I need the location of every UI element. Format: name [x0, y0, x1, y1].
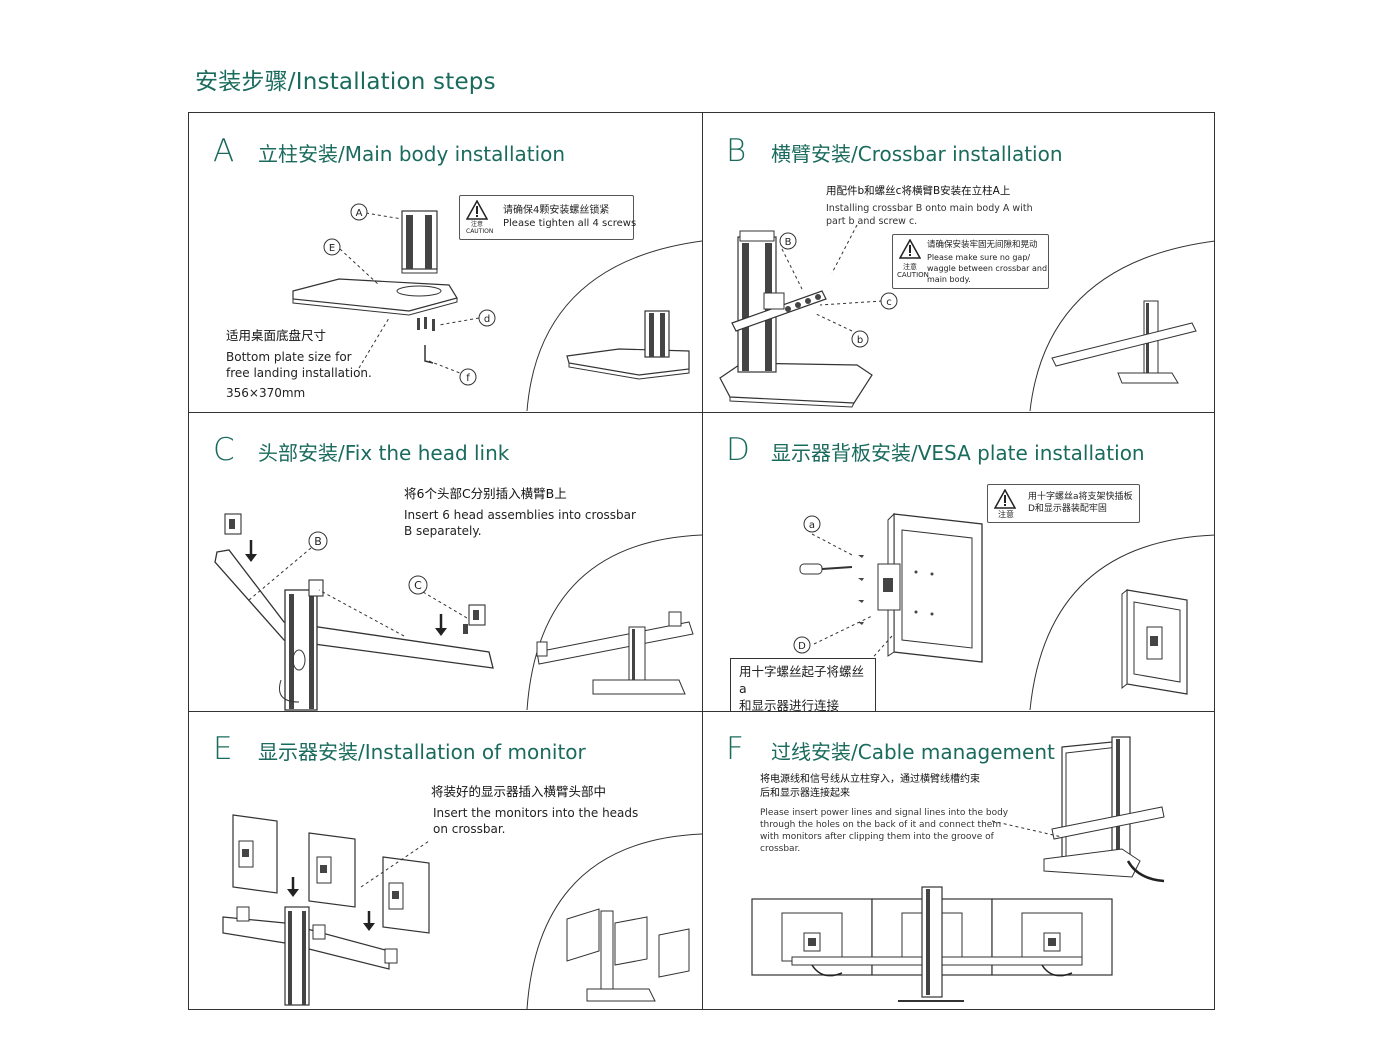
step-letter: D [726, 432, 750, 468]
instr-text-cn: 用配件b和螺丝c将横臂B安装在立柱A上 [826, 185, 1011, 197]
grid-divider-row1 [189, 412, 1214, 413]
caution-text-en: Please tighten all 4 screws [503, 218, 637, 229]
steps-grid: A 立柱安装/Main body installation [188, 112, 1215, 1010]
panel-c: C 头部安装/Fix the head link [189, 412, 702, 711]
panel-c-illustration: B C [214, 513, 702, 711]
step-title: 过线安装/Cable management [771, 740, 1055, 764]
panel-b-header: B 横臂安装/Crossbar installation [726, 133, 1063, 169]
warning-triangle-icon [994, 489, 1016, 509]
label-b: b [857, 335, 863, 346]
panel-e: E 显示器安装/Installation of monitor [189, 711, 702, 1009]
instr-text-en1: Installing crossbar B onto main body A w… [826, 203, 1033, 214]
caution-text-cn: 请确保4颗安装螺丝锁紧 [503, 205, 610, 216]
panel-b: B 横臂安装/Crossbar installation [702, 113, 1215, 412]
instr-text-en2: through the holes on the back of it and … [760, 820, 1002, 830]
caution-label: 注意 [998, 510, 1014, 519]
panel-d: D 显示器背板安装/VESA plate installation [702, 412, 1215, 711]
panel-a: A 立柱安装/Main body installation [189, 113, 702, 412]
note-text-cn2: 和显示器进行连接 [739, 698, 840, 711]
step-title: 立柱安装/Main body installation [258, 142, 566, 166]
instr-text-en3: with monitors after clipping them into t… [760, 832, 994, 842]
screwdriver-icon [799, 563, 853, 575]
instr-text-cn2: 后和显示器连接起来 [760, 788, 850, 799]
label-b: B [314, 535, 322, 548]
panel-f: F 过线安装/Cable management [702, 711, 1215, 1009]
instr-text-cn1: 将电源线和信号线从立柱穿入，通过横臂线槽约束 [760, 774, 980, 785]
caution-text-en1: Please make sure no gap/ [927, 253, 1031, 262]
instr-text-en1: Please insert power lines and signal lin… [760, 808, 1009, 818]
panel-d-header: D 显示器背板安装/VESA plate installation [726, 432, 1145, 468]
label-d: D [798, 641, 806, 652]
step-letter: E [213, 731, 233, 767]
instr-text-en1: Insert 6 head assemblies into crossbar [404, 508, 636, 522]
warning-triangle-icon [899, 239, 921, 259]
caution-text-en2: waggle between crossbar and [927, 264, 1048, 273]
arrow-down-icon [245, 540, 447, 636]
step-title: 显示器安装/Installation of monitor [258, 740, 586, 764]
panel-d-illustration: a D [793, 512, 1215, 711]
step-letter: C [213, 432, 235, 468]
step-letter: F [726, 731, 744, 767]
label-e: E [329, 243, 335, 254]
label-d: d [484, 314, 490, 325]
caution-text-en3: main body. [927, 275, 971, 284]
label-f: f [466, 373, 470, 384]
instr-text-cn: 将装好的显示器插入横臂头部中 [431, 784, 607, 799]
caution-box: 注意 用十字螺丝a将支架快插板 D和显示器装配牢固 [987, 484, 1140, 523]
label-c: C [414, 579, 422, 592]
step-letter: B [726, 133, 747, 169]
label-a: a [809, 520, 815, 531]
label-b-upper: B [785, 237, 792, 248]
step-title: 横臂安装/Crossbar installation [771, 142, 1063, 166]
size-text-dim: 356×370mm [226, 386, 306, 400]
panel-f-header: F 过线安装/Cable management [726, 731, 1055, 767]
page-title: 安装步骤/Installation steps [195, 69, 496, 95]
size-text-en1: Bottom plate size for [226, 350, 352, 364]
size-text-cn: 适用桌面底盘尺寸 [226, 328, 327, 343]
step-letter: A [213, 133, 235, 169]
instr-text-cn: 将6个头部C分别插入横臂B上 [404, 486, 567, 501]
panel-c-header: C 头部安装/Fix the head link [213, 432, 509, 468]
step-title: 头部安装/Fix the head link [258, 441, 510, 465]
instr-text-en1: Insert the monitors into the heads [433, 806, 639, 820]
size-text-en2: free landing installation. [226, 366, 372, 380]
panel-e-illustration [222, 814, 702, 1009]
warning-triangle-icon [466, 200, 488, 220]
caution-text-cn1: 用十字螺丝a将支架快插板 [1028, 492, 1133, 502]
note-text-cn1: 用十字螺丝起子将螺丝a [739, 664, 865, 696]
label-c: c [886, 297, 892, 308]
note-box: 用十字螺丝起子将螺丝a 和显示器进行连接 [730, 658, 876, 711]
panel-e-header: E 显示器安装/Installation of monitor [213, 731, 586, 767]
grid-divider-vertical [702, 113, 703, 1009]
panel-a-illustration: A E d f [292, 203, 702, 412]
instr-text-en2: B separately. [404, 524, 482, 538]
panel-a-header: A 立柱安装/Main body installation [213, 133, 565, 169]
panel-f-illustration [751, 736, 1165, 1002]
instr-text-en4: crossbar. [760, 844, 801, 854]
panel-b-illustration: B c b [719, 224, 1215, 412]
arrow-down-icon [287, 877, 375, 931]
step-title: 显示器背板安装/VESA plate installation [771, 441, 1145, 465]
label-a: A [356, 208, 363, 219]
caution-text-cn: 请确保安装牢固无间隙和晃动 [927, 240, 1038, 250]
grid-divider-row2 [189, 711, 1214, 712]
instr-text-en2: on crossbar. [433, 822, 506, 836]
instr-text-en2: part b and screw c. [826, 216, 918, 227]
caution-text-cn2: D和显示器装配牢固 [1028, 504, 1107, 514]
